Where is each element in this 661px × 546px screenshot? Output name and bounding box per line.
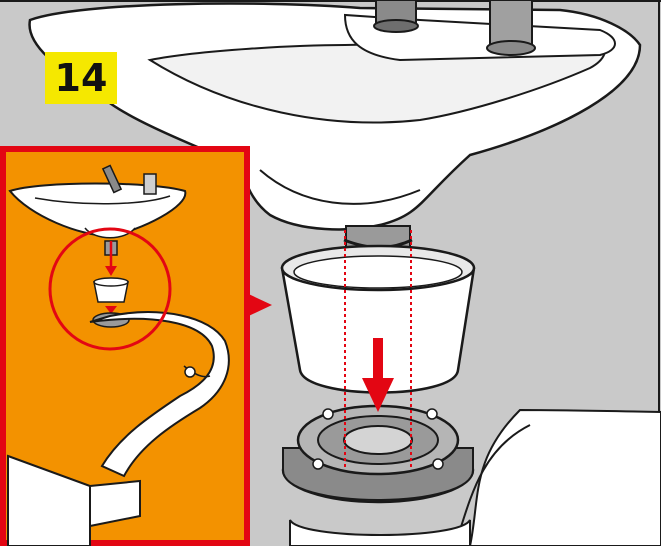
basin-inner <box>147 38 607 124</box>
inset-arrow-2-head <box>105 306 117 314</box>
inset-arm-pivot <box>184 366 196 378</box>
bolt-1 <box>322 408 334 420</box>
mount-bore <box>343 425 413 455</box>
step-number-badge: 14 <box>45 52 117 104</box>
inset-arrow-1-head <box>105 266 117 276</box>
column-top <box>289 519 471 546</box>
inset-faucet-right <box>143 173 157 195</box>
inset-cup-rim <box>93 277 129 287</box>
bolt-3 <box>312 458 324 470</box>
chair-base <box>468 408 661 546</box>
adapter-cup-inner <box>293 255 463 289</box>
inset-frame-side <box>89 479 141 528</box>
arrow-down-icon <box>362 338 394 412</box>
inset-arm <box>89 311 230 478</box>
faucet-left-base <box>373 19 419 33</box>
inset-basin <box>8 182 187 238</box>
inset-faucet-left <box>101 164 123 194</box>
bolt-2 <box>426 408 438 420</box>
faucet-right-base <box>486 40 536 56</box>
basin-bottom-curve <box>259 169 421 205</box>
inset-overview <box>0 146 250 546</box>
bolt-4 <box>432 458 444 470</box>
inset-highlight-circle <box>48 227 172 351</box>
inset-basin-inner <box>34 195 171 205</box>
inset-frame-block <box>7 454 91 546</box>
